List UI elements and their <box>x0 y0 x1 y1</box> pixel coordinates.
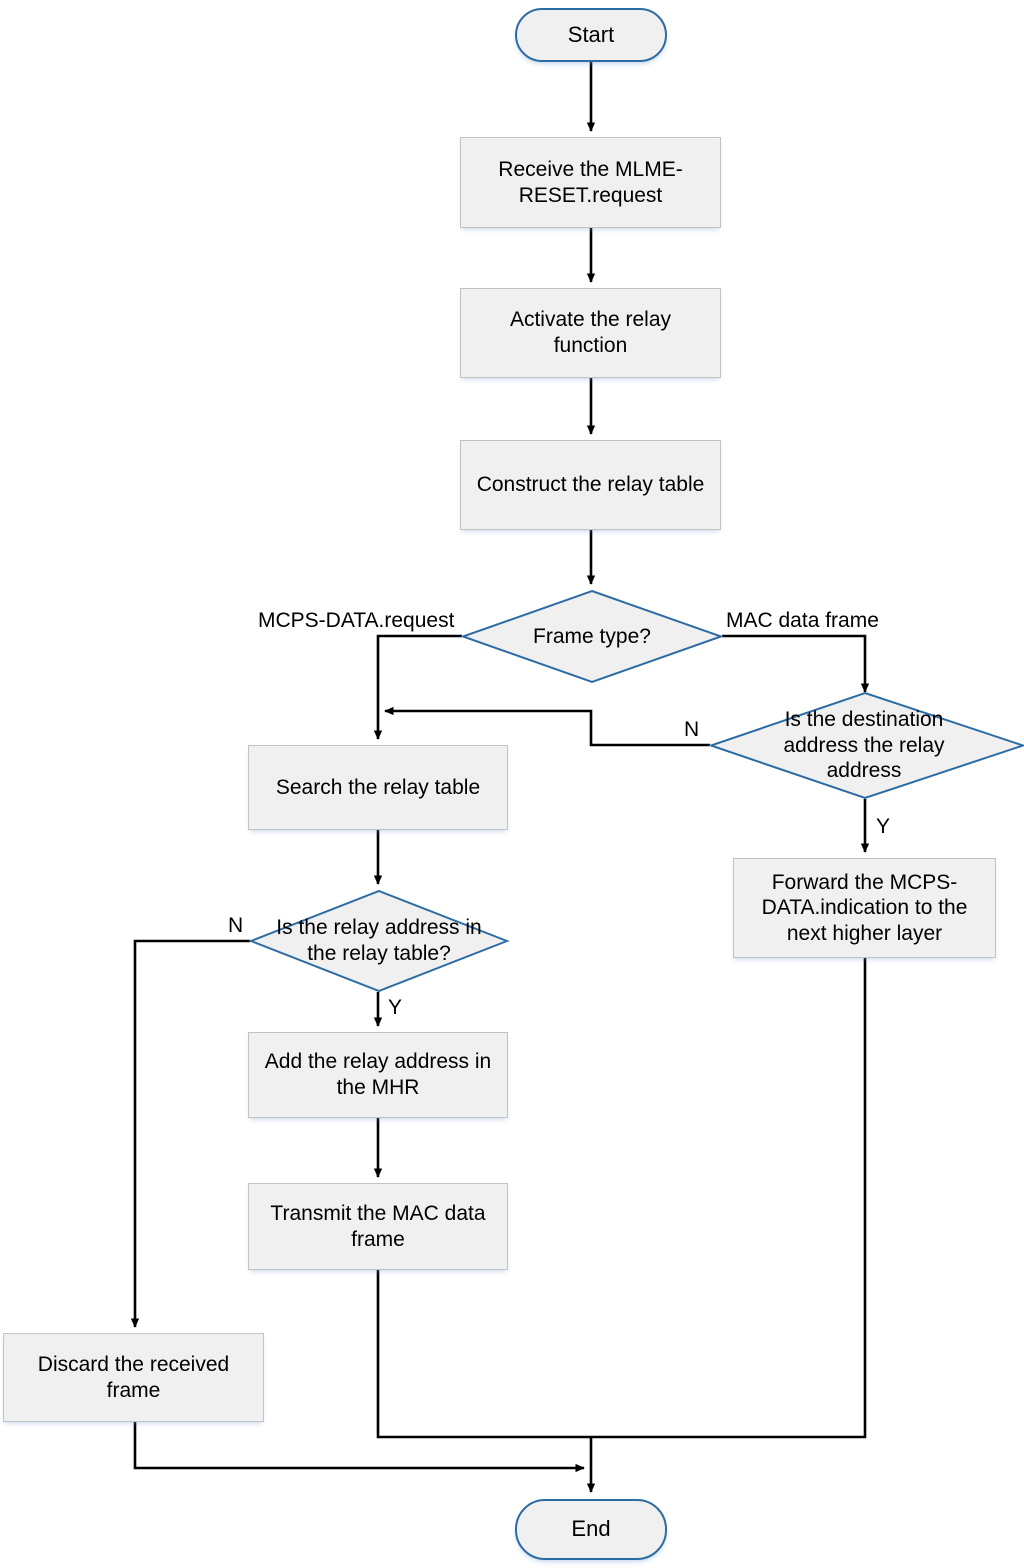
edge-frametype-mcps-to-search <box>373 634 462 740</box>
edge-label-relaytable-yes: Y <box>388 996 403 1019</box>
node-transmit-frame-label: Transmit the MAC data frame <box>270 1201 486 1251</box>
edge-forward-to-merge <box>591 958 867 1439</box>
node-search-relay-table-label: Search the relay table <box>275 775 481 799</box>
edge-label-relaytable-no: N <box>228 914 244 937</box>
edge-label-mcps-data-request: MCPS-DATA.request <box>258 609 455 632</box>
node-add-relay-mhr-label: Add the relay address in the MHR <box>264 1050 492 1099</box>
node-start[interactable]: Start <box>515 8 667 62</box>
node-end-label: End <box>571 1516 611 1542</box>
edge-label-destination-no: N <box>684 718 700 741</box>
node-forward-indication[interactable]: Forward the MCPS-DATA.indication to the … <box>733 858 996 958</box>
node-forward-indication-label: Forward the MCPS-DATA.indication to the … <box>761 870 968 945</box>
diamond-shape-frame-type <box>459 589 725 684</box>
node-activate-relay-label: Activate the relay function <box>509 308 672 357</box>
edge-label-destination-yes: Y <box>876 815 891 838</box>
node-discard-frame-label: Discard the received frame <box>37 1352 230 1402</box>
node-end[interactable]: End <box>515 1499 667 1560</box>
node-destination-is-relay-label: Is the destination address the relay add… <box>783 708 945 783</box>
node-search-relay-table[interactable]: Search the relay table <box>248 745 508 830</box>
edge-destination-no-to-search <box>384 706 710 747</box>
node-frame-type[interactable]: Frame type? <box>459 589 725 684</box>
node-start-label: Start <box>567 21 615 47</box>
node-relay-address-in-table-label: Is the relay address in the relay table? <box>276 916 482 965</box>
diamond-shape-relay-address-in-table <box>248 889 510 993</box>
edge-label-mac-data-frame: MAC data frame <box>726 609 879 632</box>
node-discard-frame[interactable]: Discard the received frame <box>3 1333 264 1422</box>
node-activate-relay[interactable]: Activate the relay function <box>460 288 721 378</box>
node-add-relay-mhr[interactable]: Add the relay address in the MHR <box>248 1032 508 1118</box>
edge-transmit-to-merge <box>376 1270 591 1439</box>
node-destination-is-relay[interactable]: Is the destination address the relay add… <box>707 691 1024 800</box>
edge-relaytable-no-to-discard <box>130 939 250 1328</box>
node-construct-table[interactable]: Construct the relay table <box>460 440 721 530</box>
node-relay-address-in-table[interactable]: Is the relay address in the relay table? <box>248 889 510 993</box>
node-receive-reset[interactable]: Receive the MLME-RESET.request <box>460 137 721 228</box>
diamond-shape-destination-is-relay <box>707 691 1024 800</box>
edge-discard-to-merge <box>133 1422 585 1473</box>
node-frame-type-label: Frame type? <box>533 624 651 648</box>
node-receive-reset-label: Receive the MLME-RESET.request <box>498 157 683 207</box>
edge-frametype-mac-to-destination <box>722 634 870 693</box>
node-construct-table-label: Construct the relay table <box>476 473 705 497</box>
node-transmit-frame[interactable]: Transmit the MAC data frame <box>248 1183 508 1270</box>
